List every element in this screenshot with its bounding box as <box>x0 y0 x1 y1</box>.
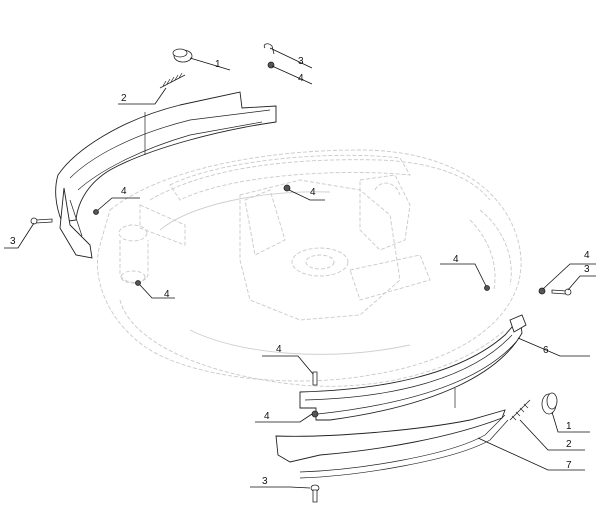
callout-2-right: 2 <box>566 439 572 450</box>
nut-left <box>93 209 99 215</box>
bolt-right <box>538 287 572 296</box>
spring-right <box>509 399 531 421</box>
mower-deck-ghost <box>97 149 522 387</box>
callout-4-wheel: 4 <box>164 289 170 300</box>
nut-lower <box>311 410 319 418</box>
callout-4-center-top: 4 <box>310 187 316 198</box>
bolt-left <box>30 217 53 225</box>
callout-4-lower: 4 <box>264 411 270 422</box>
ring-clip-top <box>172 48 193 63</box>
callout-3-left: 3 <box>10 236 16 247</box>
callout-7: 7 <box>566 460 572 471</box>
nut-center-top <box>283 184 291 192</box>
callout-4-left-baffle: 4 <box>121 186 127 197</box>
ring-clip-right <box>541 392 558 415</box>
lower-skirt <box>275 409 509 479</box>
bolt-center <box>312 371 318 386</box>
callout-4-right-center: 4 <box>453 254 459 265</box>
callout-4-top: 4 <box>298 73 304 84</box>
callout-1-right: 1 <box>566 421 572 432</box>
upper-left-baffle <box>55 91 277 259</box>
callout-6: 6 <box>543 345 549 356</box>
hardware <box>30 43 572 503</box>
callout-3-right: 3 <box>584 264 590 275</box>
callout-2-top: 2 <box>121 93 127 104</box>
callout-4-center-lower: 4 <box>276 344 282 355</box>
lower-right-baffle <box>299 314 527 421</box>
callout-1-top: 1 <box>215 59 221 70</box>
callouts: 1 2 3 4 4 3 4 4 4 4 3 6 4 <box>4 47 596 489</box>
pin-clip-top <box>263 43 275 69</box>
callout-3-bottom: 3 <box>262 476 268 487</box>
callout-3-top: 3 <box>298 56 304 67</box>
nut-right-center <box>484 285 490 291</box>
callout-4-right: 4 <box>584 250 590 261</box>
bolt-bottom <box>310 484 320 503</box>
spring-top <box>159 72 186 89</box>
nut-wheel <box>135 280 141 286</box>
